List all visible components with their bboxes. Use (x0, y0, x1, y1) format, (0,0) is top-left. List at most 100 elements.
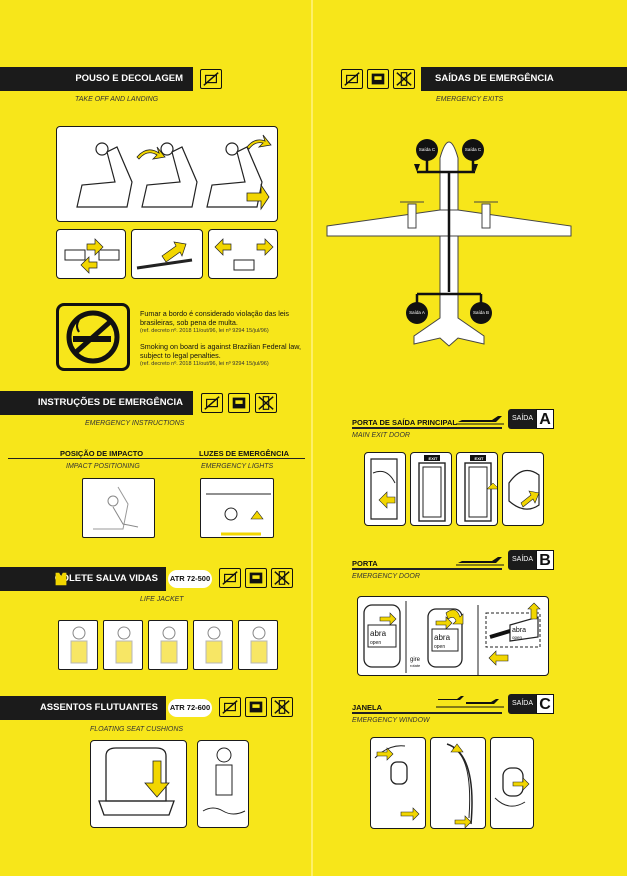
cushions-title-bar: ASSENTOS FLUTUANTES (0, 696, 166, 720)
exit-a-subtitle: MAIN EXIT DOOR (352, 432, 410, 439)
exits-title-bar: SAÍDAS DE EMERGÊNCIA (421, 67, 627, 91)
cushion-float-illustration (197, 740, 249, 828)
window-exit-step-1 (370, 737, 426, 829)
open-text-pt: abra (512, 627, 527, 634)
emergency-title-bar: INSTRUÇÕES DE EMERGÊNCIA (0, 391, 193, 415)
open-label-1: abra open (370, 630, 386, 647)
exit-b-subtitle: EMERGENCY DOOR (352, 573, 420, 580)
lifejacket-step-2 (103, 620, 143, 670)
exit-label-top-left: Saída C (419, 147, 436, 152)
no-electronics-icon (341, 69, 363, 89)
window-exit-step-2 (430, 737, 486, 829)
lifejacket-subtitle: LIFE JACKET (140, 596, 184, 603)
exit-label-top-right: Saída C (465, 147, 482, 152)
no-smoking-icon (66, 310, 120, 364)
exit-b-letter: B (536, 550, 554, 570)
emergency-title: INSTRUÇÕES DE EMERGÊNCIA (37, 397, 183, 408)
lifejacket-model: ATR 72-500 (168, 570, 212, 588)
no-electronics-icon (219, 697, 241, 717)
exit-a-rule (352, 427, 502, 429)
rotate-text-en: rotate (410, 663, 421, 668)
aircraft-exit-diagram: Saída C Saída C Saída A Saída B (326, 139, 572, 347)
impact-subtitle: IMPACT POSITIONING (66, 463, 140, 470)
exit-b-title: PORTA (352, 559, 378, 568)
main-door-step-3: EXIT (456, 452, 498, 526)
seatbelt-release-illustration (208, 229, 278, 279)
exit-c-subtitle: EMERGENCY WINDOW (352, 717, 430, 724)
no-electronics-icon (219, 568, 241, 588)
impact-title: POSIÇÃO DE IMPACTO (60, 449, 144, 458)
no-smoking-text-pt: Fumar a bordo é considerado violação das… (140, 309, 305, 336)
seatbelt-fasten-illustration (56, 229, 126, 279)
exit-b-badge: SAÍDA B (508, 550, 554, 570)
no-smoking-law-en: Smoking on board is against Brazilian Fe… (140, 342, 302, 360)
lifejacket-step-4 (193, 620, 233, 670)
open-text-pt: abra (370, 629, 387, 638)
no-smoking-ref-pt: (ref. decreto nº. 2018 11/out/96, lei nº… (140, 328, 269, 334)
lifejacket-step-5 (238, 620, 278, 670)
exit-marker-bottom-right (470, 302, 492, 324)
no-smoking-text-en: Smoking on board is against Brazilian Fe… (140, 342, 305, 369)
cushions-title: ASSENTOS FLUTUANTES (39, 702, 158, 713)
seatbelt-tighten-illustration (131, 229, 203, 279)
device-icon (245, 697, 267, 717)
device-icon (367, 69, 389, 89)
no-smoking-ref-en: (ref. decreto nº. 2018 11/out/96, lei nº… (140, 361, 269, 367)
exit-sign: EXIT (428, 456, 438, 461)
card-fold (311, 0, 313, 876)
emergency-lights-illustration (200, 478, 274, 538)
exits-title: SAÍDAS DE EMERGÊNCIA (435, 73, 554, 84)
exit-c-rule (352, 712, 502, 714)
exit-a-badge-label: SAÍDA (512, 415, 534, 422)
no-smoking-sign (56, 303, 130, 371)
no-phone-icon (271, 697, 293, 717)
exit-a-title: PORTA DE SAÍDA PRINCIPAL (352, 418, 458, 427)
exit-a-letter: A (536, 409, 554, 429)
main-door-step-1 (364, 452, 406, 526)
exit-b-badge-label: SAÍDA (512, 556, 534, 563)
exit-label-bottom-left: Saída A (409, 310, 425, 315)
takeoff-subtitle: TAKE OFF AND LANDING (75, 96, 159, 103)
no-electronics-icon (201, 393, 223, 413)
exit-c-badge-label: SAÍDA (512, 700, 534, 707)
lifejacket-title: COLETE SALVA VIDAS (54, 573, 158, 584)
exit-marker-top-right (462, 139, 484, 161)
exit-sign: EXIT (474, 456, 484, 461)
exit-c-title: JANELA (352, 703, 383, 712)
section-rule (8, 458, 305, 459)
lifejacket-step-1 (58, 620, 98, 670)
exit-c-badge: SAÍDA C (508, 694, 554, 714)
impact-position-illustration (82, 478, 155, 538)
main-door-step-2: EXIT (410, 452, 452, 526)
no-phone-icon (393, 69, 415, 89)
device-icon (245, 568, 267, 588)
aircraft-side-icon (456, 416, 504, 425)
takeoff-title-bar: POUSO E DECOLAGEM (0, 67, 193, 91)
seat-cushion-illustration (90, 740, 187, 828)
emergency-subtitle: EMERGENCY INSTRUCTIONS (85, 420, 185, 427)
no-phone-icon (271, 568, 293, 588)
takeoff-title: POUSO E DECOLAGEM (75, 73, 183, 84)
no-electronics-icon (200, 69, 222, 89)
lifejacket-title-bar: COLETE SALVA VIDAS (0, 567, 166, 591)
exit-marker-bottom-left (406, 302, 428, 324)
device-icon (228, 393, 250, 413)
exit-marker-top-left (416, 139, 438, 161)
main-door-step-4 (502, 452, 544, 526)
exit-c-letter: C (536, 694, 554, 714)
lights-subtitle: EMERGENCY LIGHTS (201, 463, 274, 470)
window-exit-step-3 (490, 737, 534, 829)
open-text-en: open (434, 644, 446, 650)
exit-b-rule (352, 568, 502, 570)
no-phone-icon (255, 393, 277, 413)
open-text-en: open (370, 640, 382, 646)
lifejacket-step-3 (148, 620, 188, 670)
cushions-subtitle: FLOATING SEAT CUSHIONS (90, 726, 184, 733)
exit-label-bottom-right: Saída B (473, 310, 489, 315)
lights-title: LUZES DE EMERGÊNCIA (199, 449, 290, 458)
exit-a-badge: SAÍDA A (508, 409, 554, 429)
seat-upright-illustration (56, 126, 278, 222)
